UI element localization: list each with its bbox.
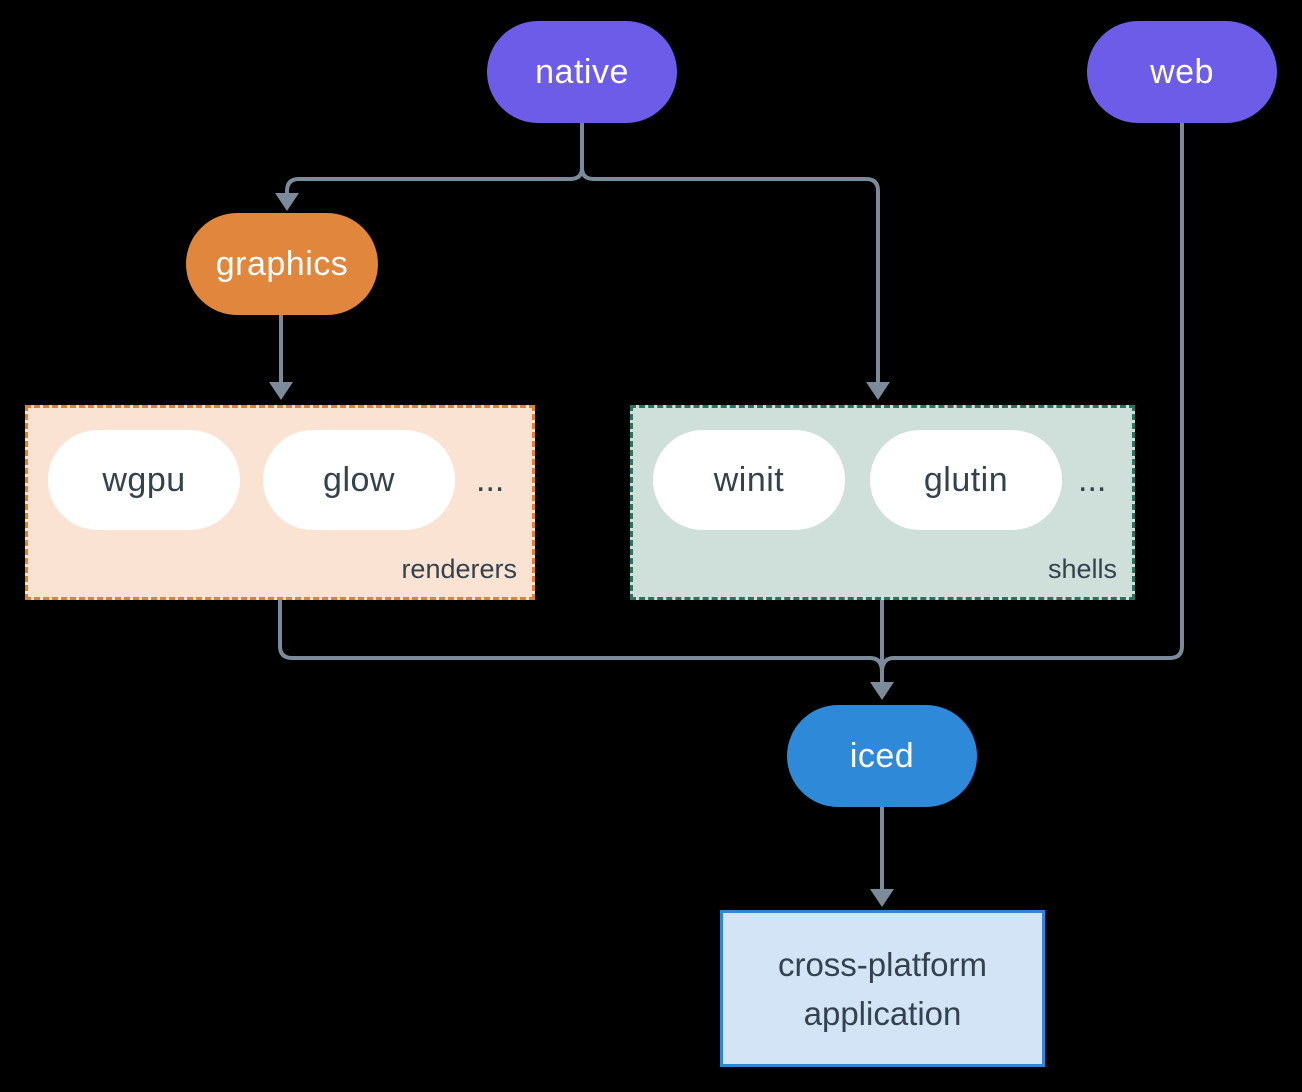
node-wgpu: wgpu: [48, 430, 240, 530]
shells-ellipsis: ...: [1078, 460, 1107, 499]
renderers-ellipsis: ...: [476, 460, 505, 499]
node-web: web: [1087, 21, 1277, 123]
node-glutin-label: glutin: [923, 460, 1009, 499]
node-iced: iced: [787, 705, 977, 807]
renderers-group-label: renderers: [401, 554, 517, 584]
edge-native-shells: [580, 167, 880, 383]
node-native: native: [487, 21, 677, 123]
node-wgpu-label: wgpu: [102, 460, 186, 499]
edge-native-graphics: [285, 123, 584, 195]
shells-group-label: shells: [1047, 554, 1117, 584]
node-glutin: glutin: [870, 430, 1062, 530]
node-iced-label: iced: [849, 736, 915, 775]
group-renderers: wgpu glow ... renderers: [25, 405, 535, 600]
group-shells: winit glutin ... shells: [630, 405, 1135, 600]
node-web-label: web: [1150, 52, 1214, 91]
node-glow: glow: [263, 430, 455, 530]
node-glow-label: glow: [323, 460, 395, 499]
node-cross-platform-application: cross-platform application: [720, 910, 1045, 1067]
application-label-line1: cross-platform: [777, 945, 988, 983]
node-winit: winit: [653, 430, 845, 530]
edge-renderers-iced: [278, 600, 884, 673]
node-graphics: graphics: [186, 213, 378, 315]
node-winit-label: winit: [713, 460, 785, 499]
arrowhead-iced: [870, 682, 894, 700]
arrowhead-shells: [866, 382, 890, 400]
arrowhead-renderers: [269, 382, 293, 400]
node-native-label: native: [535, 52, 629, 91]
application-label-line2: application: [803, 994, 962, 1032]
arrowhead-graphics: [275, 193, 299, 211]
node-graphics-label: graphics: [215, 244, 349, 283]
arrowhead-application: [870, 889, 894, 907]
